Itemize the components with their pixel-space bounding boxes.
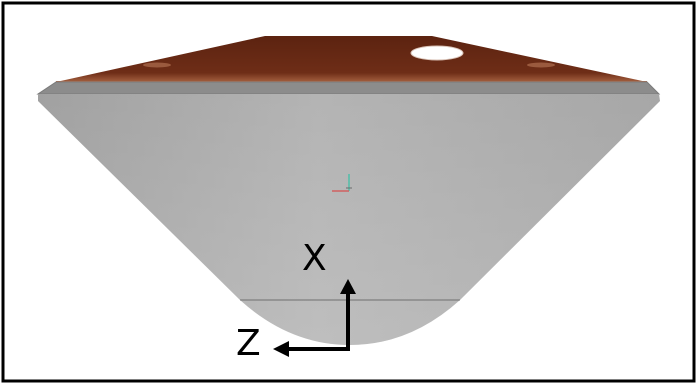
axis-label-x: X	[302, 238, 327, 279]
plate-hole	[143, 62, 171, 68]
axis-label-z: Z	[236, 323, 261, 364]
plate-hole	[410, 45, 464, 61]
axis-indicator	[273, 279, 356, 357]
plate-hole	[527, 62, 555, 68]
rim-band	[36, 81, 661, 95]
triad-icon	[332, 174, 352, 192]
